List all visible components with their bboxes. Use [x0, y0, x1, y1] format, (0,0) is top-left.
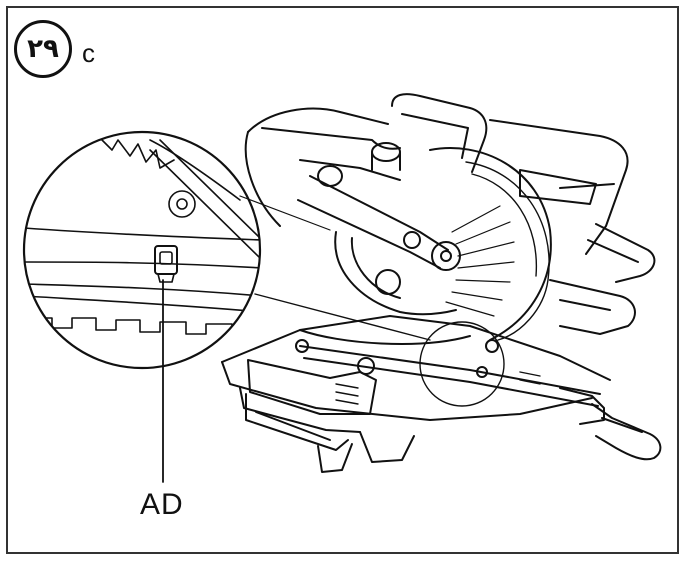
- figure-number-badge: ٢٩: [14, 20, 72, 78]
- callout-label-ad: AD: [140, 488, 184, 521]
- figure-number: ٢٩: [27, 34, 59, 64]
- saw-body: [221, 93, 662, 473]
- detail-magnifier-circle: [22, 130, 262, 483]
- figure-frame: [6, 6, 679, 554]
- figure-letter: c: [82, 38, 95, 68]
